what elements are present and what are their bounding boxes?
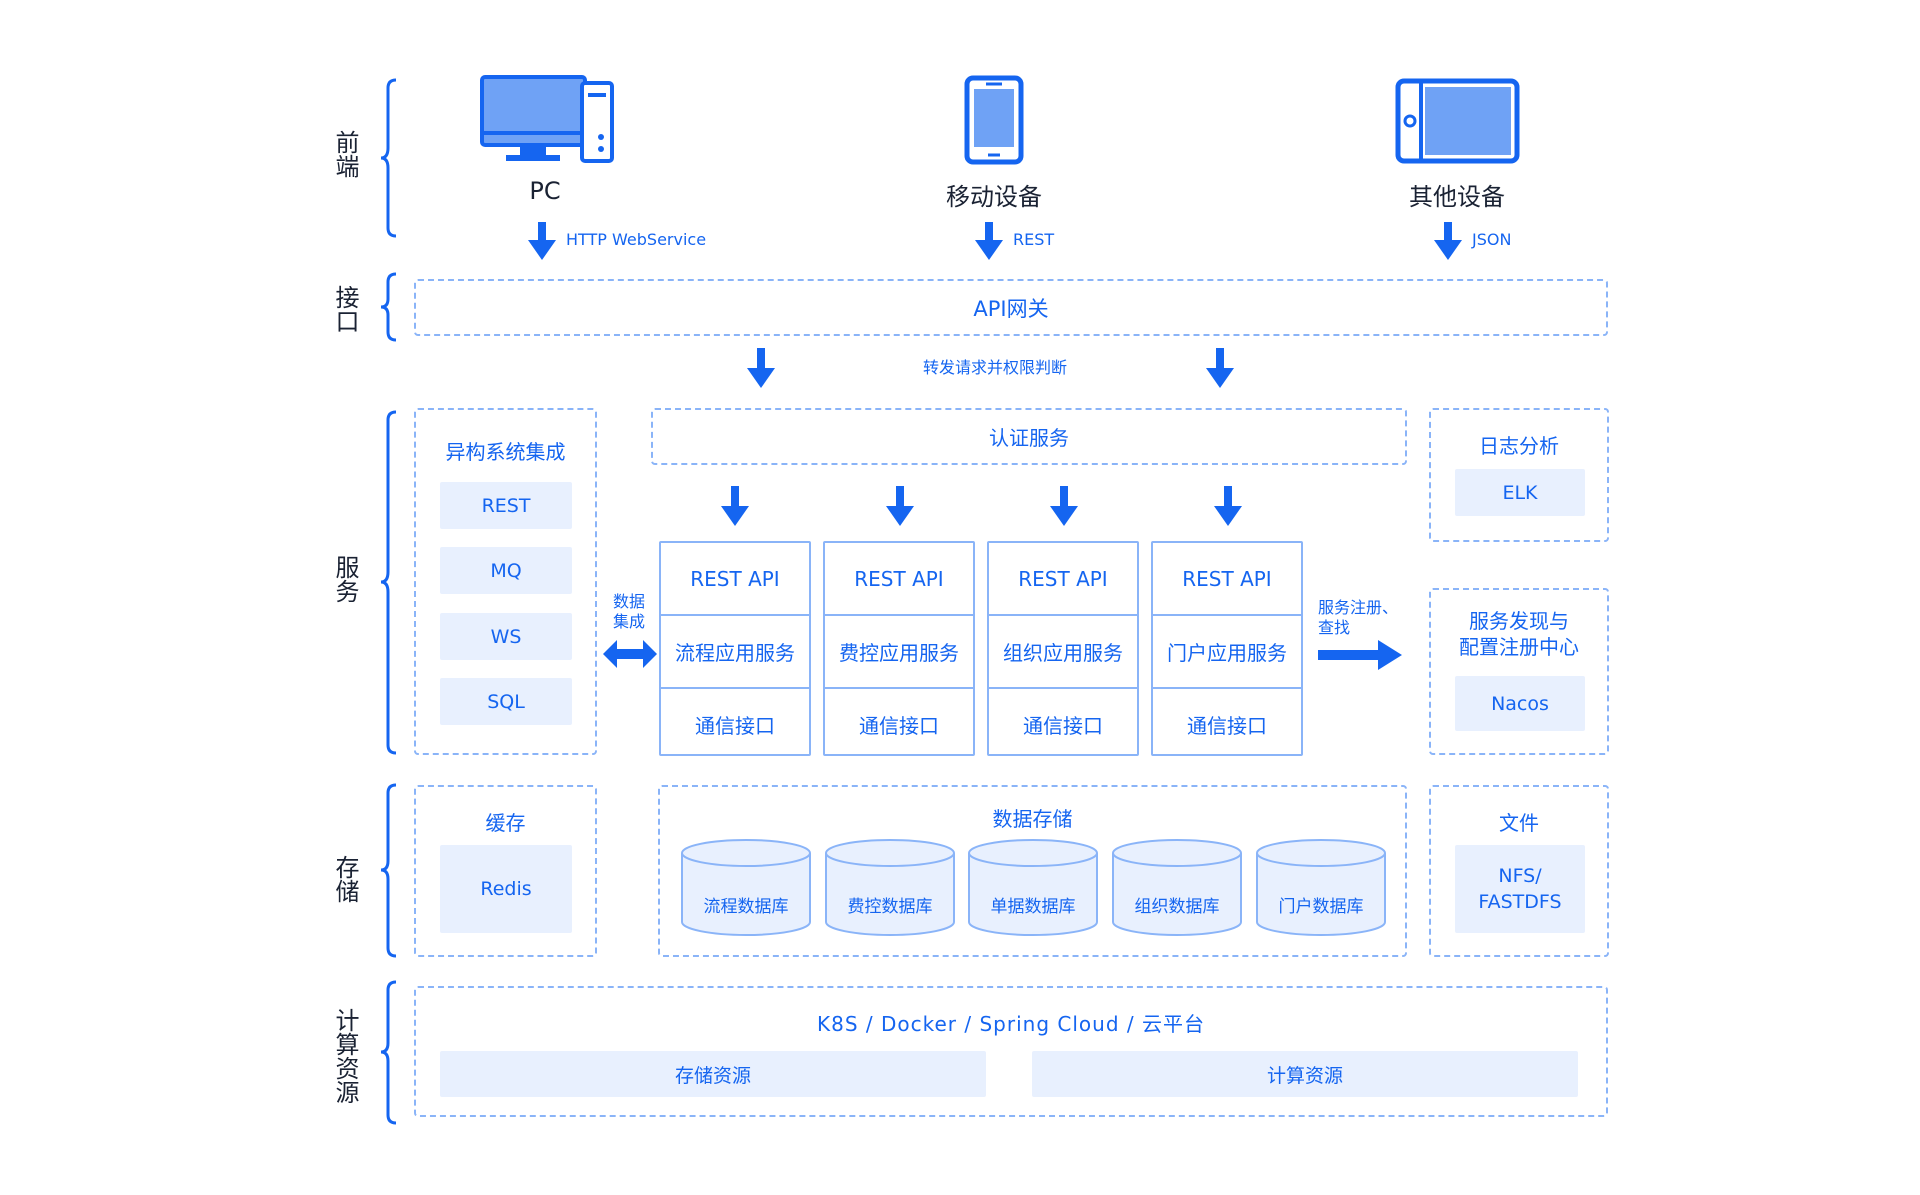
- data-integration-line-2: 集成: [612, 612, 645, 631]
- auth-service-box: 认证服务: [651, 408, 1407, 465]
- database-label: 门户数据库: [1278, 897, 1364, 917]
- arrow-down-icon: [975, 222, 1003, 260]
- api-gateway-box: API网关: [414, 279, 1608, 336]
- double-arrow-icon: [603, 640, 657, 668]
- brace-service: [380, 410, 397, 755]
- arrow-right-icon: [1318, 640, 1402, 670]
- protocol-label-other: JSON: [1472, 230, 1512, 249]
- pc-icon: [480, 75, 614, 163]
- data-integration-label: 数据 集成: [603, 592, 655, 632]
- protocol-chip-ws: WS: [440, 613, 572, 660]
- layer-label-frontend: 前端: [331, 130, 359, 178]
- database-icon: [681, 839, 811, 936]
- discovery-title-line-2: 配置注册中心: [1459, 635, 1579, 659]
- mobile-icon: [964, 75, 1024, 165]
- device-label-other: 其他设备: [1409, 183, 1505, 211]
- arrow-down-icon: [1214, 486, 1242, 526]
- layer-label-storage: 存储: [331, 855, 359, 903]
- file-title: 文件: [1499, 811, 1539, 835]
- arrow-down-icon: [1206, 348, 1234, 388]
- brace-interface: [380, 272, 397, 342]
- heterogeneous-title: 异构系统集成: [445, 440, 566, 464]
- arrow-down-icon: [747, 348, 775, 388]
- discovery-title-line-1: 服务发现与: [1469, 609, 1569, 633]
- nfs-chip: NFS/ FASTDFS: [1455, 845, 1585, 933]
- protocol-label-mobile: REST: [1013, 230, 1055, 249]
- database-icon: [1112, 839, 1242, 936]
- database-label: 组织数据库: [1134, 897, 1220, 917]
- database-icon: [1256, 839, 1386, 936]
- database-label: 流程数据库: [703, 897, 789, 917]
- database-label: 单据数据库: [990, 897, 1076, 917]
- comm-interface-cell: 通信接口: [859, 714, 939, 738]
- api-gateway-label: API网关: [973, 296, 1049, 321]
- elk-chip: ELK: [1455, 469, 1585, 516]
- layer-label-interface: 接口: [331, 285, 359, 333]
- service-column: REST API 门户应用服务 通信接口: [1151, 541, 1303, 756]
- compute-platform-label: K8S / Docker / Spring Cloud / 云平台: [817, 1012, 1205, 1036]
- protocol-chip-rest: REST: [440, 482, 572, 529]
- service-column: REST API 费控应用服务 通信接口: [823, 541, 975, 756]
- service-name-cell: 流程应用服务: [661, 616, 809, 689]
- layer-label-service: 服务: [331, 555, 359, 603]
- storage-resource-chip: 存储资源: [440, 1051, 986, 1097]
- cache-title: 缓存: [485, 811, 526, 835]
- protocol-chip-sql: SQL: [440, 678, 572, 725]
- database-icon: [825, 839, 955, 936]
- protocol-chip-mq: MQ: [440, 547, 572, 594]
- file-item-line-2: FASTDFS: [1478, 891, 1562, 913]
- brace-frontend: [380, 78, 397, 238]
- database-label: 费控数据库: [847, 897, 933, 917]
- data-storage-title: 数据存储: [992, 807, 1073, 831]
- device-label-pc: PC: [529, 177, 561, 205]
- brace-compute: [380, 980, 397, 1125]
- brace-storage: [380, 783, 397, 958]
- auth-service-label: 认证服务: [989, 426, 1069, 450]
- service-column: REST API 流程应用服务 通信接口: [659, 541, 811, 756]
- layer-label-compute: 计算资源: [331, 1008, 359, 1104]
- compute-resource-chip: 计算资源: [1032, 1051, 1578, 1097]
- comm-interface-cell: 通信接口: [695, 714, 775, 738]
- rest-api-cell: REST API: [661, 543, 809, 616]
- rest-api-cell: REST API: [825, 543, 973, 616]
- service-name-cell: 组织应用服务: [989, 616, 1137, 689]
- service-discovery-title: 服务发现与 配置注册中心: [1429, 608, 1609, 660]
- forward-label: 转发请求并权限判断: [922, 358, 1067, 377]
- arrow-down-icon: [886, 486, 914, 526]
- rest-api-cell: REST API: [989, 543, 1137, 616]
- redis-chip: Redis: [440, 845, 572, 933]
- comm-interface-cell: 通信接口: [1187, 714, 1267, 738]
- service-name-cell: 门户应用服务: [1153, 616, 1301, 689]
- registry-arrow-label: 服务注册、 查找: [1318, 598, 1398, 638]
- arrow-down-icon: [721, 486, 749, 526]
- rest-api-cell: REST API: [1153, 543, 1301, 616]
- tablet-icon: [1395, 78, 1520, 164]
- service-column: REST API 组织应用服务 通信接口: [987, 541, 1139, 756]
- device-label-mobile: 移动设备: [946, 183, 1042, 211]
- registry-line-1: 服务注册、: [1318, 598, 1399, 617]
- log-analysis-title: 日志分析: [1479, 434, 1559, 458]
- comm-interface-cell: 通信接口: [1023, 714, 1103, 738]
- file-item-line-1: NFS/: [1498, 865, 1542, 887]
- nacos-chip: Nacos: [1455, 676, 1585, 731]
- arrow-down-icon: [1050, 486, 1078, 526]
- database-icon: [968, 839, 1098, 936]
- service-name-cell: 费控应用服务: [825, 616, 973, 689]
- data-integration-line-1: 数据: [612, 592, 645, 611]
- arrow-down-icon: [528, 222, 556, 260]
- protocol-label-pc: HTTP WebService: [566, 230, 707, 249]
- registry-line-2: 查找: [1318, 618, 1351, 637]
- arrow-down-icon: [1434, 222, 1462, 260]
